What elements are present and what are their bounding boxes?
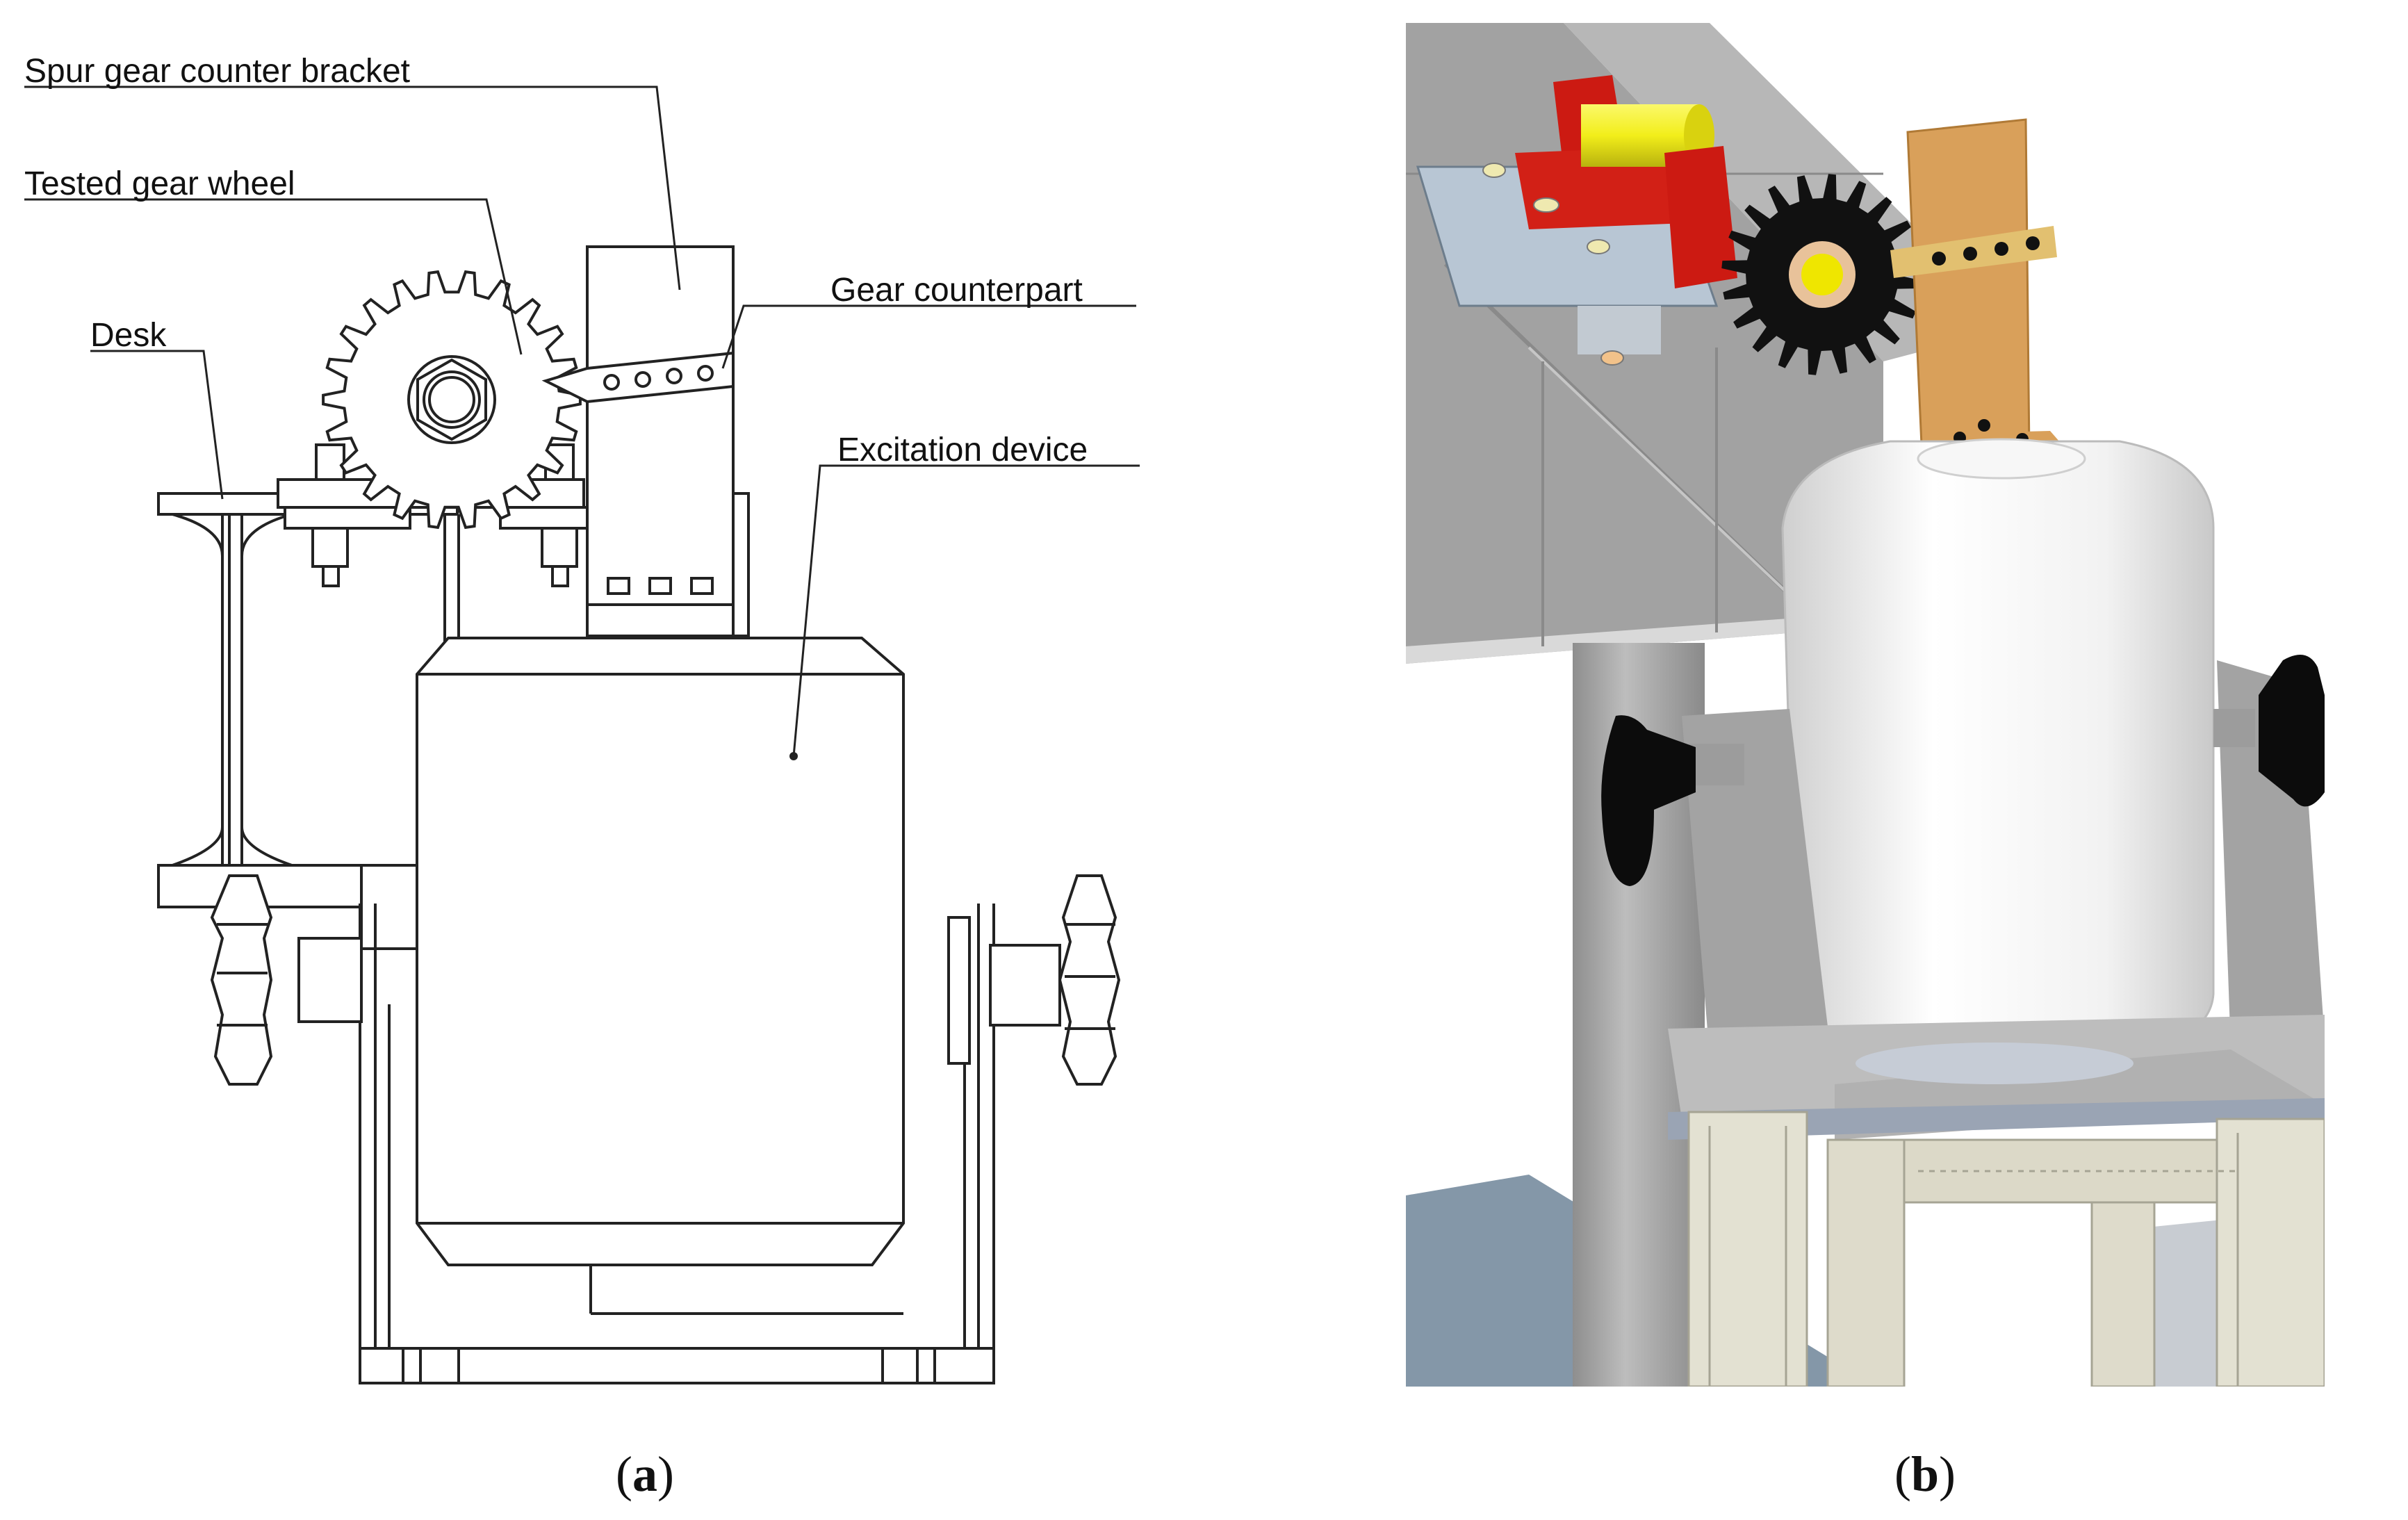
knob-icon <box>2213 655 2325 807</box>
gear-counterpart <box>541 351 735 404</box>
profile-stand <box>1687 1111 2325 1387</box>
desk-profile <box>157 492 460 950</box>
knob-icon <box>1601 715 1744 886</box>
shaker-body-icon <box>416 637 905 1266</box>
label-tested-gear-wheel: Tested gear wheel <box>24 165 295 202</box>
label-gear-counterpart: Gear counterpart <box>830 272 1083 309</box>
shaker-body-icon <box>1781 438 2215 1054</box>
spur-gear-counter-bracket <box>586 245 750 637</box>
label-desk: Desk <box>90 317 167 354</box>
bracket-red <box>1416 75 1737 366</box>
panel-b-render <box>1406 23 2325 1387</box>
cradle-render <box>1668 660 2325 1140</box>
caption-a: (a) <box>616 1446 674 1502</box>
leader-lines <box>24 85 1140 757</box>
tested-gear-icon <box>1721 174 1923 375</box>
knob-icon <box>210 874 363 1086</box>
caption-b: (b) <box>1894 1446 1956 1502</box>
label-spur-gear-counter-bracket: Spur gear counter bracket <box>24 53 410 90</box>
panel-a-drawing: Spur gear counter bracket Tested gear wh… <box>24 53 1140 1384</box>
label-excitation-device: Excitation device <box>837 432 1088 468</box>
cradle-frame <box>359 904 995 1384</box>
knob-icon <box>947 874 1121 1086</box>
